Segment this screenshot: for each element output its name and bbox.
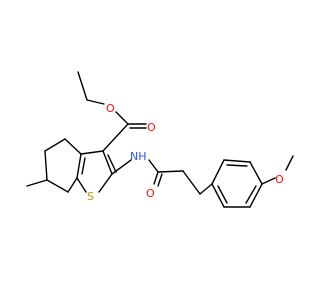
- bond-ethyl-ch2-o: [86, 99, 105, 105]
- bond-lines: [26, 71, 294, 208]
- bond-s-c7a: [76, 177, 87, 193]
- bond-ar-2-3: [223, 159, 251, 163]
- bond-methoxy-o-ch3: [285, 155, 294, 171]
- atom-methoxy-o: O: [275, 173, 284, 186]
- bond-ch2-ch2: [182, 170, 201, 195]
- atom-ester-o-ether: O: [106, 102, 115, 115]
- bond-c6-methyl: [26, 179, 48, 187]
- bond-c3-c2-inner: [107, 154, 117, 173]
- atom-thiophene-s: S: [87, 190, 94, 203]
- atom-amide-nh: NH: [130, 150, 147, 163]
- bond-amide-double-a: [153, 171, 159, 185]
- bond-c6-c7: [46, 179, 69, 193]
- bond-c7-c7a: [67, 177, 78, 193]
- bond-nh-amide-c: [148, 159, 159, 173]
- bond-c3a-c4: [64, 138, 82, 155]
- bond-c2-s: [98, 173, 113, 193]
- bond-ar-inner-a: [226, 164, 248, 167]
- bond-amide-c-ch2: [157, 170, 184, 173]
- bond-c7a-c3a-inner: [81, 157, 86, 175]
- atom-ester-o-carbonyl: O: [147, 121, 156, 134]
- atom-amide-o: O: [146, 187, 155, 200]
- bond-c2-nh: [111, 159, 132, 175]
- atom-labels: O O NH S O O: [87, 102, 284, 203]
- bond-ar-methoxy-o: [261, 177, 276, 185]
- bond-ar-inner-c: [217, 185, 228, 204]
- bond-carbonyl-c-c3: [102, 123, 129, 152]
- bond-ethyl-ch3-ch2: [77, 71, 88, 101]
- bond-c7a-c3a: [76, 153, 82, 179]
- bond-c3-c2: [102, 150, 113, 175]
- chemical-structure-diagram: O O NH S O O: [26, 71, 294, 208]
- bond-o-carbonyl-c: [115, 111, 129, 125]
- bond-ar-3-4: [249, 161, 263, 185]
- bond-ar-inner-b: [245, 185, 257, 204]
- bond-amide-double-b: [157, 173, 163, 187]
- bond-ar-1-2: [211, 159, 225, 185]
- bond-ar-4-5: [249, 183, 263, 208]
- bond-ch2-aryl: [199, 183, 213, 195]
- bond-ar-6-1: [211, 183, 225, 208]
- bond-c4-c5: [44, 138, 66, 152]
- bond-c3a-c3: [80, 150, 104, 155]
- bond-c5-c6: [44, 150, 48, 181]
